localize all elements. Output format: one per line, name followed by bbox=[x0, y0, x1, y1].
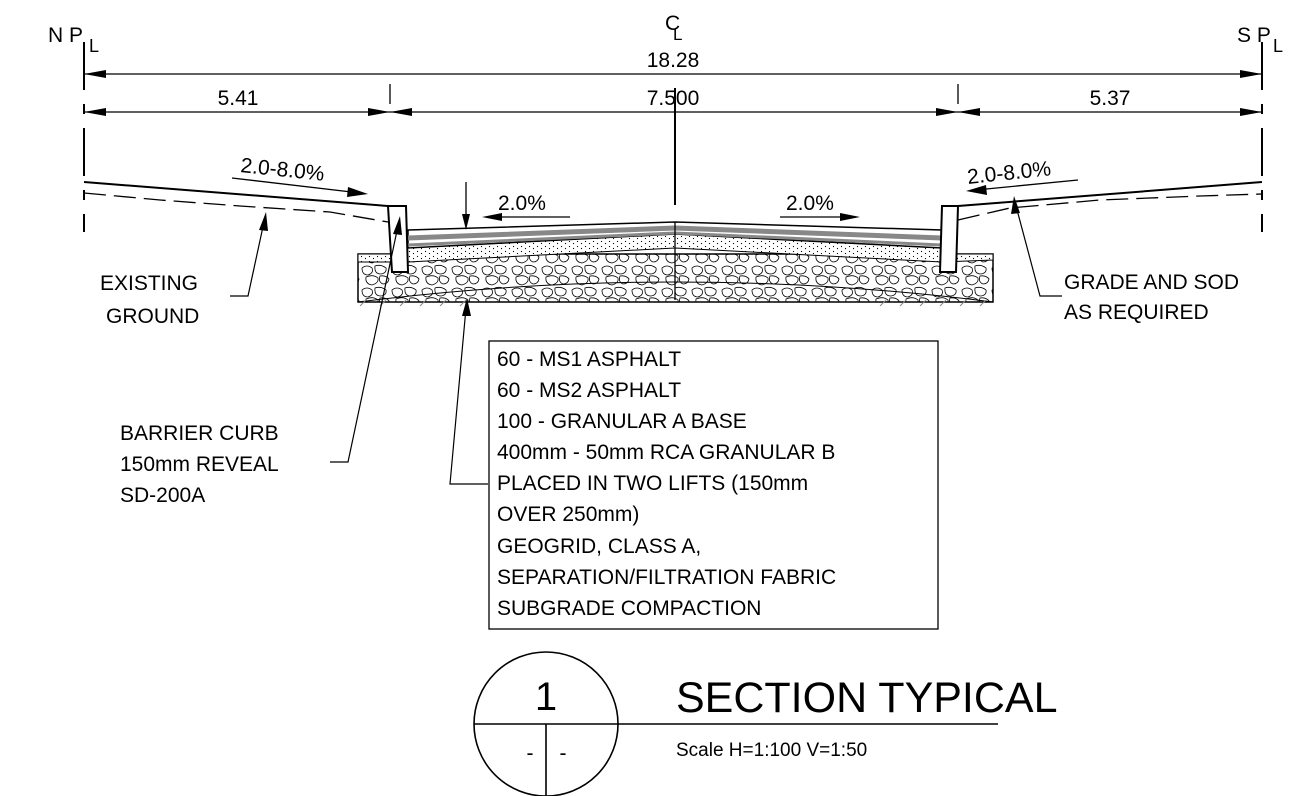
south-property-line-subscript: L bbox=[1273, 36, 1283, 56]
north-property-line-subscript: L bbox=[89, 36, 99, 56]
sheet-ref-right: - bbox=[560, 742, 567, 765]
spec-line-6: OVER 250mm) bbox=[497, 503, 639, 526]
dimension-lines bbox=[83, 42, 1263, 232]
existing-ground-label-line-2: GROUND bbox=[106, 305, 199, 328]
section-number: 1 bbox=[535, 675, 557, 719]
barrier-curb-label-line-3: SD-200A bbox=[120, 484, 205, 507]
centerline-subscript: L bbox=[673, 25, 682, 44]
grade-sod-label-line-1: GRADE AND SOD bbox=[1064, 271, 1239, 294]
section-scale: Scale H=1:100 V=1:50 bbox=[676, 740, 867, 761]
overall-dimension: 18.28 bbox=[647, 49, 700, 72]
barrier-curb-label-line-2: 150mm REVEAL bbox=[120, 453, 279, 476]
south-property-line-label: S P bbox=[1237, 24, 1271, 47]
right-lane-slope: 2.0% bbox=[786, 192, 834, 215]
sheet-ref-left: - bbox=[527, 742, 534, 765]
slope-arrows bbox=[231, 177, 1079, 230]
left-barrier-curb bbox=[386, 205, 410, 273]
spec-line-3: 100 - GRANULAR A BASE bbox=[497, 410, 747, 433]
spec-line-4: 400mm - 50mm RCA GRANULAR B bbox=[497, 441, 835, 464]
right-boulevard-dimension: 5.37 bbox=[1090, 87, 1131, 110]
left-boulevard-dimension: 5.41 bbox=[218, 87, 259, 110]
spec-line-7: GEOGRID, CLASS A, bbox=[497, 535, 701, 558]
spec-line-2: 60 - MS2 ASPHALT bbox=[497, 379, 681, 402]
right-barrier-curb bbox=[938, 205, 960, 273]
left-lane-slope: 2.0% bbox=[498, 192, 546, 215]
barrier-curb-label-line-1: BARRIER CURB bbox=[120, 422, 279, 445]
section-title-block bbox=[473, 651, 998, 796]
spec-line-1: 60 - MS1 ASPHALT bbox=[497, 348, 681, 371]
spec-box bbox=[488, 340, 939, 630]
centerline-label: C bbox=[665, 12, 680, 35]
roadway-dimension: 7.500 bbox=[647, 87, 700, 110]
spec-line-9: SUBGRADE COMPACTION bbox=[497, 597, 761, 620]
existing-ground-label-line-1: EXISTING bbox=[100, 272, 198, 295]
pavement-structure bbox=[357, 205, 994, 307]
section-title: SECTION TYPICAL bbox=[676, 674, 1058, 722]
spec-line-8: SEPARATION/FILTRATION FABRIC bbox=[497, 566, 836, 589]
spec-line-5: PLACED IN TWO LIFTS (150mm bbox=[497, 472, 808, 495]
ground-lines bbox=[83, 181, 1263, 223]
north-property-line-label: N P bbox=[48, 24, 83, 47]
grade-sod-label-line-2: AS REQUIRED bbox=[1064, 301, 1209, 324]
callout-leaders bbox=[230, 196, 1062, 485]
